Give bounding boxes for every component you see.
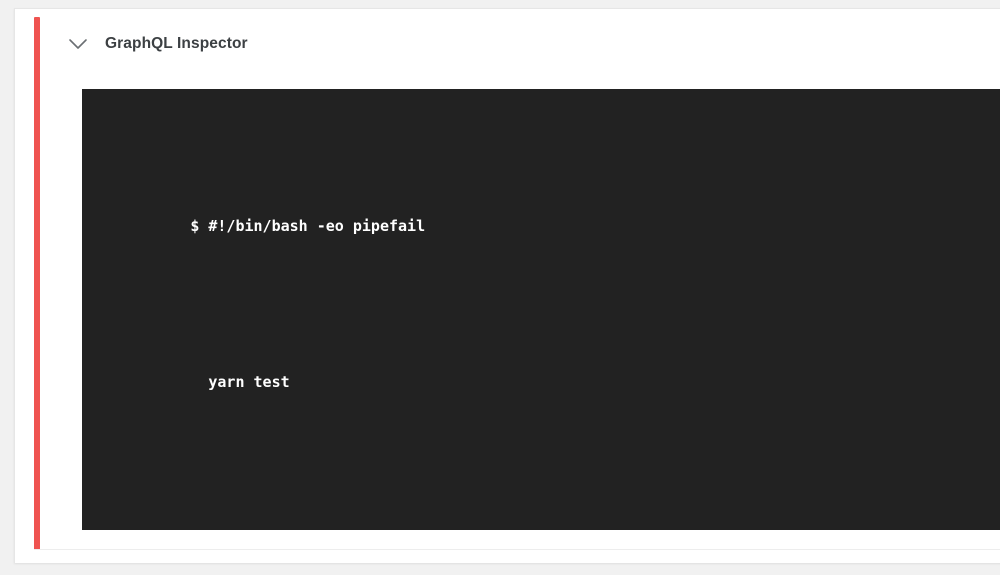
terminal-log-panel[interactable]: $ #!/bin/bash -eo pipefail yarn test yar…	[82, 89, 1000, 530]
log-line-blank	[100, 499, 1000, 525]
page-title: GraphQL Inspector	[105, 35, 248, 52]
log-line-text: $ #!/bin/bash -eo pipefail	[190, 217, 426, 235]
terminal-log-body: $ #!/bin/bash -eo pipefail yarn test yar…	[100, 109, 1000, 530]
build-step-card: GraphQL Inspector $ #!/bin/bash -eo pipe…	[14, 8, 1000, 563]
chevron-down-icon[interactable]	[65, 31, 91, 57]
page-left-gutter	[0, 0, 14, 575]
log-line: $ #!/bin/bash -eo pipefail	[100, 187, 1000, 265]
log-line-text: yarn test	[190, 373, 290, 391]
log-line: yarn test	[100, 343, 1000, 421]
card-divider	[34, 549, 1000, 550]
status-rail-failed	[34, 17, 40, 550]
step-header-toggle[interactable]: GraphQL Inspector	[65, 25, 248, 63]
card-footer	[34, 550, 1000, 563]
